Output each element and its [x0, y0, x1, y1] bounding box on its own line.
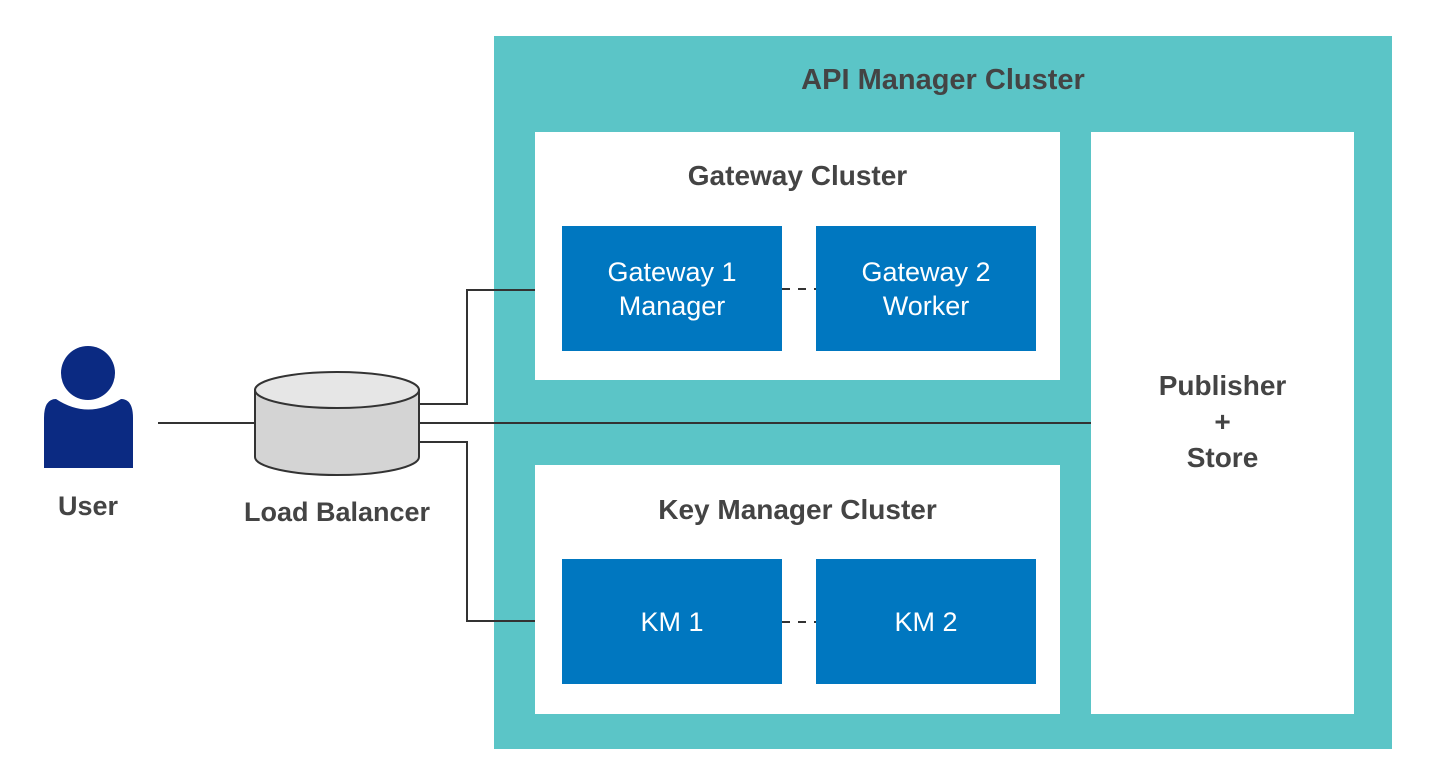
gateway-1-name: Gateway 1 [607, 256, 737, 287]
store-label: Store [1186, 442, 1259, 473]
gateway-1-node: Gateway 1 Manager [562, 226, 782, 351]
gateway-1-role: Manager [618, 290, 726, 321]
km-2-label: KM 2 [894, 606, 958, 637]
load-balancer-label: Load Balancer [243, 497, 431, 527]
km-1-label: KM 1 [640, 606, 704, 637]
plus-label: + [1214, 406, 1231, 437]
km-1-node: KM 1 [562, 559, 782, 684]
person-icon [44, 346, 133, 468]
publisher-label: Publisher [1158, 370, 1287, 401]
gateway-2-node: Gateway 2 Worker [816, 226, 1036, 351]
gateway-cluster-title: Gateway Cluster [687, 160, 908, 191]
user-label: User [57, 491, 119, 521]
publisher-store-panel [1091, 132, 1354, 714]
gateway-2-name: Gateway 2 [861, 256, 991, 287]
publisher-store-label: Publisher + Store [1091, 368, 1354, 476]
cylinder-icon [254, 371, 420, 476]
gateway-2-role: Worker [882, 290, 970, 321]
key-manager-cluster-title: Key Manager Cluster [658, 494, 937, 525]
api-manager-cluster-title: API Manager Cluster [801, 64, 1085, 96]
km-2-node: KM 2 [816, 559, 1036, 684]
